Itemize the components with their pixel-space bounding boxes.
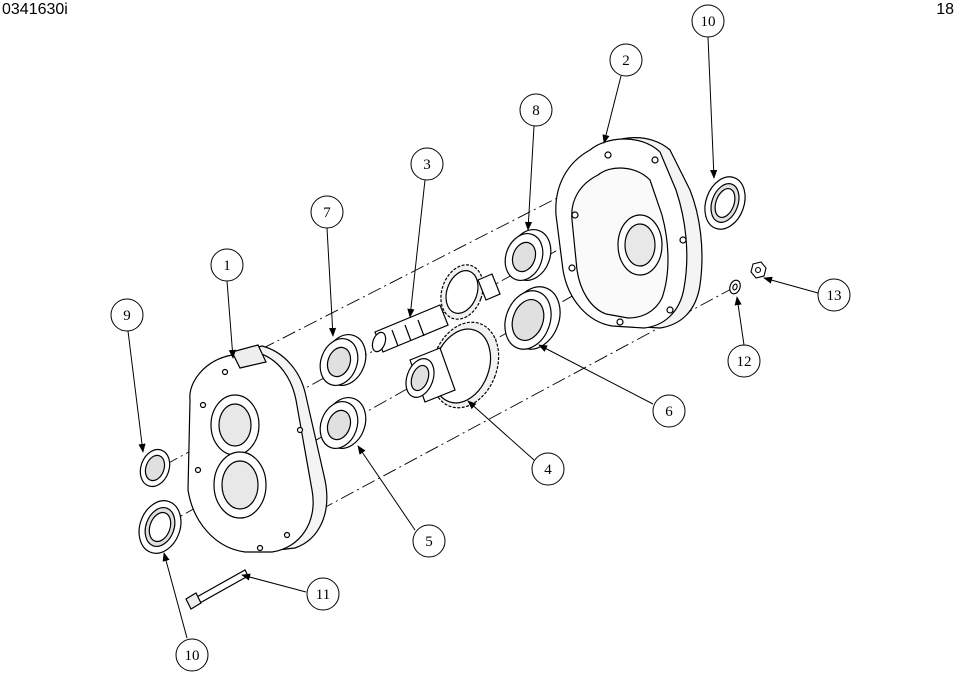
callout-7: 7: [310, 195, 344, 229]
svg-text:10: 10: [701, 14, 716, 30]
callout-9: 9: [110, 298, 144, 332]
bearing-icon: [319, 334, 367, 386]
oil-seal-icon: [704, 176, 746, 230]
callout-5: 5: [412, 524, 446, 558]
svg-text:8: 8: [532, 103, 540, 119]
callout-10-top: 10: [691, 4, 725, 38]
svg-text:12: 12: [737, 354, 752, 370]
svg-text:6: 6: [665, 404, 673, 420]
gearbox-cover-front-icon: [187, 344, 328, 553]
callout-13: 13: [817, 278, 851, 312]
input-shaft-icon: [371, 264, 501, 353]
oil-seal-icon: [138, 500, 182, 554]
document-id: 0341630i: [2, 1, 68, 18]
callout-1: 1: [210, 248, 244, 282]
callout-8: 8: [519, 93, 553, 127]
washer-icon: [729, 279, 741, 295]
svg-text:3: 3: [423, 157, 431, 173]
callout-12: 12: [727, 344, 761, 378]
svg-text:9: 9: [123, 308, 131, 324]
svg-text:10: 10: [185, 648, 200, 664]
bolt-icon: [185, 569, 249, 610]
callout-2: 2: [609, 43, 643, 77]
callout-11: 11: [306, 577, 340, 611]
svg-text:2: 2: [622, 53, 630, 69]
leader-lines: [127, 36, 819, 639]
gearbox-cover-rear-icon: [555, 137, 703, 329]
nut-icon: [750, 261, 767, 279]
svg-text:4: 4: [544, 462, 552, 478]
idler-gear-icon: [405, 321, 500, 409]
svg-text:5: 5: [425, 534, 433, 550]
bearing-icon: [504, 286, 561, 350]
bearing-icon: [504, 229, 552, 281]
svg-text:11: 11: [316, 587, 330, 603]
svg-text:13: 13: [827, 288, 842, 304]
svg-text:7: 7: [323, 205, 331, 221]
callout-10-bottom: 10: [175, 638, 209, 672]
svg-text:1: 1: [223, 258, 231, 274]
bearing-icon: [319, 397, 367, 449]
oil-seal-icon: [139, 448, 171, 488]
callout-6: 6: [652, 394, 686, 428]
callout-4: 4: [531, 452, 565, 486]
page-number: 18: [936, 1, 954, 18]
callout-3: 3: [410, 147, 444, 181]
